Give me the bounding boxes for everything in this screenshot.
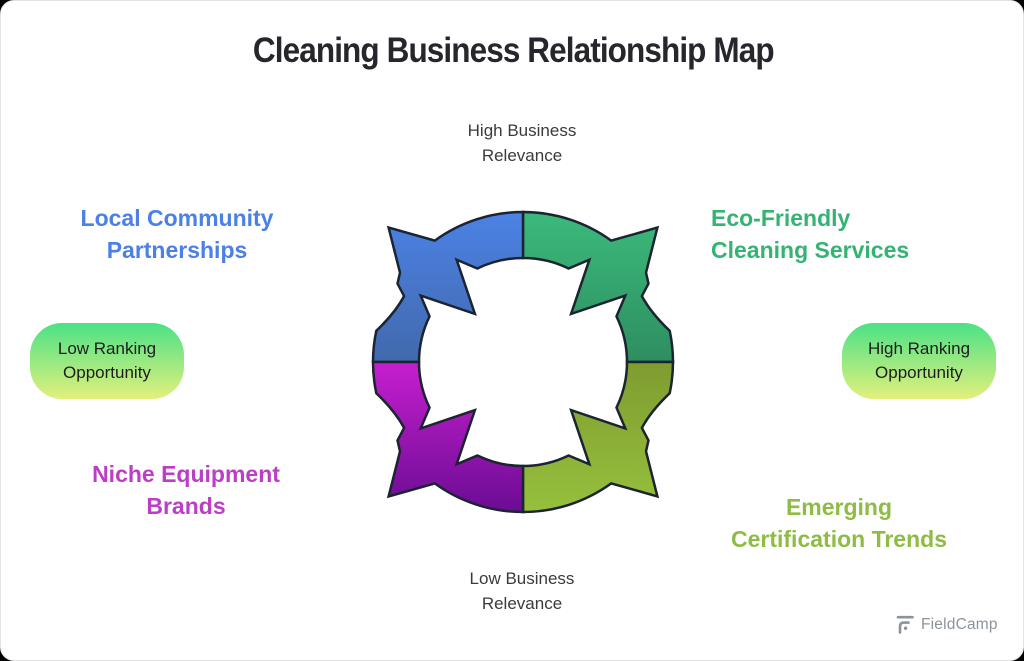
axis-label-high-relevance: High Business Relevance bbox=[467, 121, 577, 165]
wheel-segment-bottom_right bbox=[521, 360, 675, 514]
wheel-segment-top_right bbox=[521, 210, 675, 364]
label-niche-equipment-brands: Niche Equipment Brands bbox=[92, 461, 280, 519]
wheel-segment-bottom_left bbox=[371, 360, 525, 514]
watermark-text: FieldCamp bbox=[921, 616, 998, 633]
page-title-text: Cleaning Business Relationship Map bbox=[252, 31, 775, 70]
badge-low-ranking-opportunity: Low Ranking Opportunity bbox=[30, 323, 184, 399]
label-emerging-certification-trends: Emerging Certification Trends bbox=[731, 494, 947, 552]
wheel-segment-top_left bbox=[371, 210, 525, 364]
label-local-community-partnerships: Local Community Partnerships bbox=[80, 205, 274, 263]
badge-high-ranking-opportunity: High Ranking Opportunity bbox=[842, 323, 996, 399]
label-eco-friendly-cleaning-services: Eco-Friendly Cleaning Services bbox=[711, 205, 910, 263]
axis-label-low-relevance: Low Business Relevance bbox=[469, 569, 575, 613]
cycle-wheel-diagram bbox=[371, 210, 675, 514]
fieldcamp-watermark: FieldCamp bbox=[894, 611, 1006, 639]
fieldcamp-logo-icon bbox=[896, 615, 914, 634]
page-title: Cleaning Business Relationship Map bbox=[1, 31, 1023, 71]
